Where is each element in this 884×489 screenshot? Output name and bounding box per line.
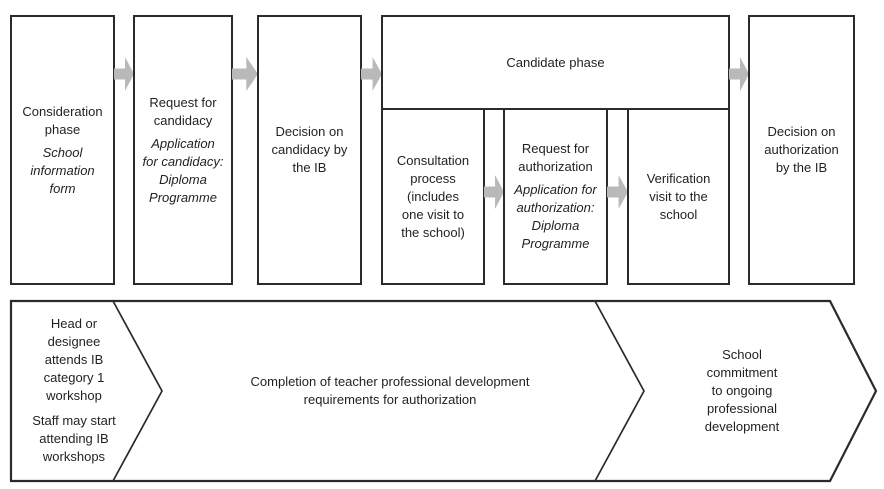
consideration-phase-subtitle: School information form	[30, 144, 95, 196]
arrow-right-icon	[729, 57, 749, 91]
band-chevron-divider-2	[594, 300, 645, 482]
box-consultation-process: Consultation process (includes one visit…	[381, 108, 485, 285]
arrow-right-icon	[484, 175, 504, 209]
arrow-right-icon	[232, 57, 258, 91]
decision-candidacy-title: Decision on candidacy by the IB	[271, 124, 348, 175]
request-authorization-title: Request for authorization	[518, 141, 593, 174]
band-chevron-divider-1	[112, 300, 163, 482]
arrow-right-icon	[114, 57, 134, 91]
decision-authorization-title: Decision on authorization by the IB	[764, 124, 839, 175]
candidate-phase-label: Candidate phase	[506, 54, 605, 70]
arrow-right-icon	[361, 57, 382, 91]
school-commitment-text: School commitment to ongoing professiona…	[704, 346, 780, 434]
workshops-paragraph-2: Staff may start attending IB workshops	[32, 413, 116, 464]
box-verification-visit: Verification visit to the school	[627, 108, 730, 285]
request-candidacy-title: Request for candidacy	[149, 94, 217, 128]
band-segment-workshops: Head or designee attends IB category 1 w…	[11, 300, 137, 481]
band-segment-school-commitment: School commitment to ongoing professiona…	[638, 300, 846, 481]
workshops-paragraph-1: Head or designee attends IB category 1 w…	[43, 316, 105, 403]
band-outline-arrow	[9, 299, 878, 483]
consultation-process-title: Consultation process (includes one visit…	[396, 152, 470, 240]
request-authorization-subtitle: Application for authorization: Diploma P…	[514, 182, 597, 251]
request-candidacy-subtitle: Application for candidacy: Diploma Progr…	[142, 135, 224, 205]
band-segment-teacher-development: Completion of teacher professional devel…	[170, 300, 610, 481]
box-decision-on-candidacy: Decision on candidacy by the IB	[257, 15, 362, 285]
box-decision-on-authorization: Decision on authorization by the IB	[748, 15, 855, 285]
box-request-for-authorization: Request for authorization Application fo…	[503, 108, 608, 285]
teacher-development-text: Completion of teacher professional devel…	[250, 373, 530, 407]
verification-visit-title: Verification visit to the school	[646, 170, 711, 222]
process-band-arrow-shape	[9, 299, 878, 483]
box-consideration-phase: Consideration phase School information f…	[10, 15, 115, 285]
box-request-for-candidacy: Request for candidacy Application for ca…	[133, 15, 233, 285]
box-candidate-phase-header: Candidate phase	[381, 15, 730, 110]
arrow-right-icon	[607, 175, 628, 209]
consideration-phase-title: Consideration phase	[22, 103, 103, 137]
